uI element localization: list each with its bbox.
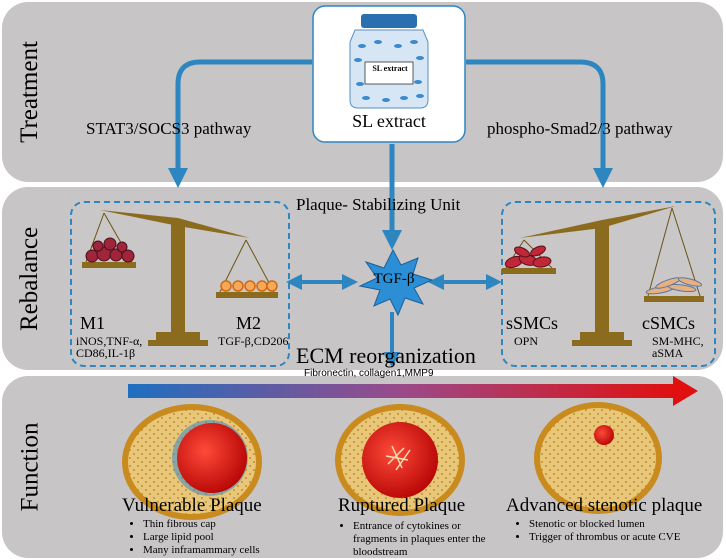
vulnerable-plaque-title: Vulnerable Plaque bbox=[122, 495, 262, 516]
ruptured-plaque-bullets: Entrance of cytokines or fragments in pl… bbox=[338, 520, 503, 559]
ecm-reorganization-title: ECM reorganization bbox=[296, 343, 476, 368]
bottle-label: SL extract bbox=[372, 64, 408, 73]
list-item: Entrance of cytokines or fragments in pl… bbox=[353, 520, 503, 559]
ssmcs-label: sSMCs bbox=[506, 313, 559, 333]
m2-markers: TGF-β,CD206 bbox=[218, 334, 289, 348]
vulnerable-plaque-bullets: Thin fibrous cap Large lipid pool Many i… bbox=[128, 518, 260, 557]
m2-label: M2 bbox=[236, 313, 262, 333]
tgf-beta-label: TGF-β bbox=[373, 271, 415, 287]
stenotic-plaque-title: Advanced stenotic plaque bbox=[506, 495, 703, 516]
macrophage-balance-scale-icon bbox=[82, 210, 278, 346]
m2-cells-icon bbox=[220, 280, 278, 292]
list-item: Thin fibrous cap bbox=[143, 518, 260, 531]
csmc-cells-icon bbox=[645, 277, 703, 295]
ruptured-plaque-icon bbox=[335, 404, 465, 516]
stenotic-plaque-icon bbox=[534, 402, 662, 514]
ecm-markers: Fibronectin, collagen1,MMP9 bbox=[304, 368, 434, 379]
right-pathway-arrow bbox=[466, 59, 613, 188]
m1-markers: iNOS,TNF-α, CD86,IL-1β bbox=[76, 334, 143, 360]
progression-gradient-arrow bbox=[128, 376, 698, 406]
stenotic-plaque-bullets: Stenotic or blocked lumen Trigger of thr… bbox=[514, 518, 680, 544]
list-item: Stenotic or blocked lumen bbox=[529, 518, 680, 531]
ssmc-cells-icon bbox=[504, 245, 552, 269]
ssmcs-markers: OPN bbox=[514, 334, 539, 348]
right-pathway-label: phospho-Smad2/3 pathway bbox=[487, 119, 673, 138]
list-item: Trigger of thrombus or acute CVE bbox=[529, 531, 680, 544]
ruptured-plaque-title: Ruptured Plaque bbox=[338, 495, 466, 516]
list-item: Many inframammary cells bbox=[143, 544, 260, 557]
m1-label: M1 bbox=[80, 313, 106, 333]
csmcs-label: cSMCs bbox=[642, 313, 696, 333]
vulnerable-plaque-icon bbox=[122, 404, 262, 520]
left-pathway-label: STAT3/SOCS3 pathway bbox=[86, 119, 252, 138]
csmcs-markers: SM-MHC, aSMA bbox=[652, 334, 704, 360]
left-pathway-arrow bbox=[168, 59, 312, 188]
smc-balance-scale-icon bbox=[502, 206, 704, 346]
tgf-beta-burst-icon bbox=[358, 248, 434, 317]
bottle-icon bbox=[349, 14, 429, 109]
list-item: Large lipid pool bbox=[143, 531, 260, 544]
m1-cells-icon bbox=[85, 237, 135, 263]
plaque-stabilizing-unit-title: Plaque- Stabilizing Unit bbox=[296, 195, 461, 214]
sl-extract-caption: SL extract bbox=[352, 111, 426, 131]
